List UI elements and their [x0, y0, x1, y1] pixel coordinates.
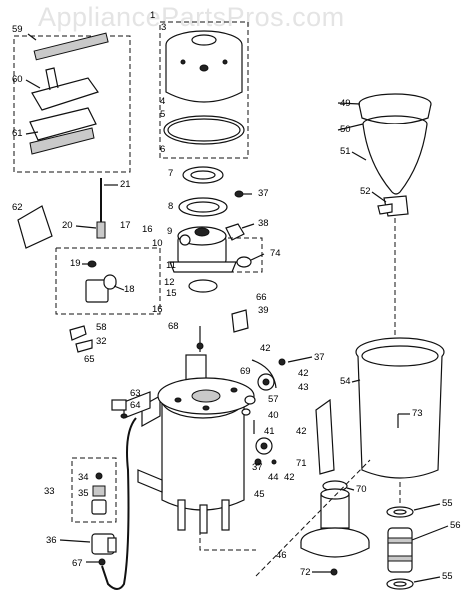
hose-assembly: [91, 417, 137, 590]
callout: 51: [340, 146, 351, 157]
callout: 68: [168, 321, 179, 332]
callout: 37: [258, 188, 269, 199]
leader-lines: [25, 33, 449, 583]
callout: 16: [142, 224, 153, 235]
funnel-assembly: [358, 93, 432, 217]
callout: 17: [120, 220, 131, 231]
callout: 41: [264, 426, 275, 437]
callout: 55: [442, 571, 453, 582]
callout: 35: [78, 488, 89, 499]
callout: 18: [124, 284, 135, 295]
callout: 74: [270, 248, 281, 259]
callout: 58: [96, 322, 107, 333]
callout: 8: [168, 201, 173, 212]
callout: 65: [84, 354, 95, 365]
callout: 16: [152, 304, 163, 315]
callout: 43: [298, 382, 309, 393]
callout: 72: [300, 567, 311, 578]
callout: 19: [70, 258, 81, 269]
callout: 5: [160, 109, 165, 120]
callout: 66: [256, 292, 267, 303]
callout: 50: [340, 124, 351, 135]
callout: 40: [268, 410, 279, 421]
motor-housing: [159, 21, 249, 159]
callout: 71: [296, 458, 307, 469]
accessory-kit: [13, 32, 131, 173]
callout: 45: [254, 489, 265, 500]
callout: 33: [44, 486, 55, 497]
callout: 62: [12, 202, 23, 213]
callout: 38: [258, 218, 269, 229]
callout: 1: [150, 10, 155, 21]
callout: 36: [46, 535, 57, 546]
callout: 39: [258, 305, 269, 316]
callout: 73: [412, 408, 423, 419]
callout: 4: [160, 96, 165, 107]
callout: 10: [152, 238, 163, 249]
callout: 42: [296, 426, 307, 437]
callout: 69: [240, 366, 251, 377]
callout: 21: [120, 179, 131, 190]
motor-assembly: [169, 223, 245, 273]
callout: 52: [360, 186, 371, 197]
callout: 6: [160, 144, 165, 155]
callout: 37: [252, 462, 263, 473]
callout: 7: [168, 168, 173, 179]
callout: 3: [161, 22, 166, 33]
collection-tank: [355, 337, 445, 479]
callout: 60: [12, 74, 23, 85]
switch-panel: [55, 247, 161, 315]
callout: 42: [298, 368, 309, 379]
callout: 42: [260, 343, 271, 354]
callout: 63: [130, 388, 141, 399]
callout: 9: [167, 226, 172, 237]
callout: 61: [12, 128, 23, 139]
callout: 37: [314, 352, 325, 363]
callout: 56: [450, 520, 461, 531]
callout: 46: [276, 550, 287, 561]
callout: 44: [268, 472, 279, 483]
callout: 54: [340, 376, 351, 387]
callout: 55: [442, 498, 453, 509]
callout: 32: [96, 336, 107, 347]
callout: 70: [356, 484, 367, 495]
callout: 20: [62, 220, 73, 231]
callout: 15: [166, 288, 177, 299]
watermark: AppliancePartsPros.com: [38, 2, 345, 32]
callout: 11: [166, 260, 176, 271]
callout: 67: [72, 558, 83, 569]
callout: 34: [78, 472, 89, 483]
callout: 12: [164, 277, 175, 288]
outlet-assembly: [300, 398, 370, 576]
callout: 64: [130, 400, 141, 411]
callout: 42: [284, 472, 295, 483]
callout: 59: [12, 24, 23, 35]
callout: 57: [268, 394, 279, 405]
